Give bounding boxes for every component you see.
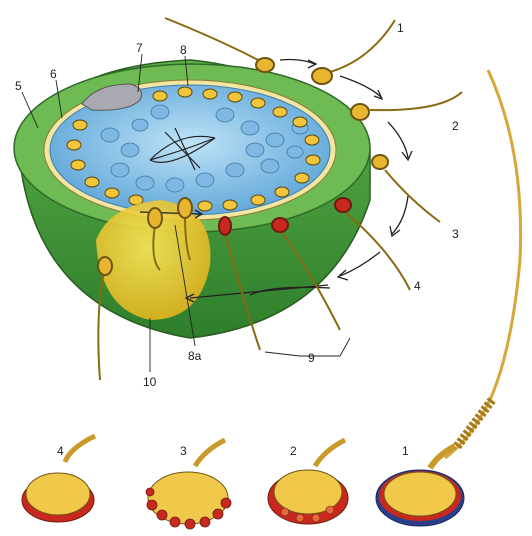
label-4: 4 [414, 279, 421, 293]
label-3: 3 [452, 227, 459, 241]
stage-1 [376, 446, 464, 526]
stage-label-4: 4 [57, 444, 64, 458]
label-8: 8 [180, 43, 187, 57]
label-7: 7 [136, 41, 143, 55]
label-1: 1 [397, 21, 404, 35]
label-6: 6 [50, 67, 57, 81]
label-2: 2 [452, 119, 459, 133]
egg-cell [14, 60, 370, 338]
stage-label-1: 1 [402, 444, 409, 458]
label-9: 9 [308, 351, 315, 365]
label-5: 5 [15, 79, 22, 93]
label-10: 10 [143, 375, 157, 389]
stage-2 [268, 440, 348, 524]
stage-3 [146, 440, 231, 529]
stage-label-3: 3 [180, 444, 187, 458]
stage-label-2: 2 [290, 444, 297, 458]
label-8a: 8a [188, 349, 202, 363]
